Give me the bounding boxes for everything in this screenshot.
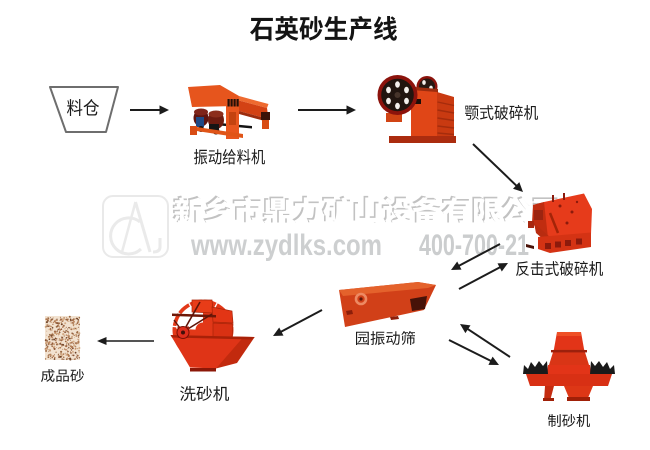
svg-text:400-700-21: 400-700-21 bbox=[419, 229, 529, 262]
svg-text:www.zydlks.com: www.zydlks.com bbox=[190, 229, 382, 262]
